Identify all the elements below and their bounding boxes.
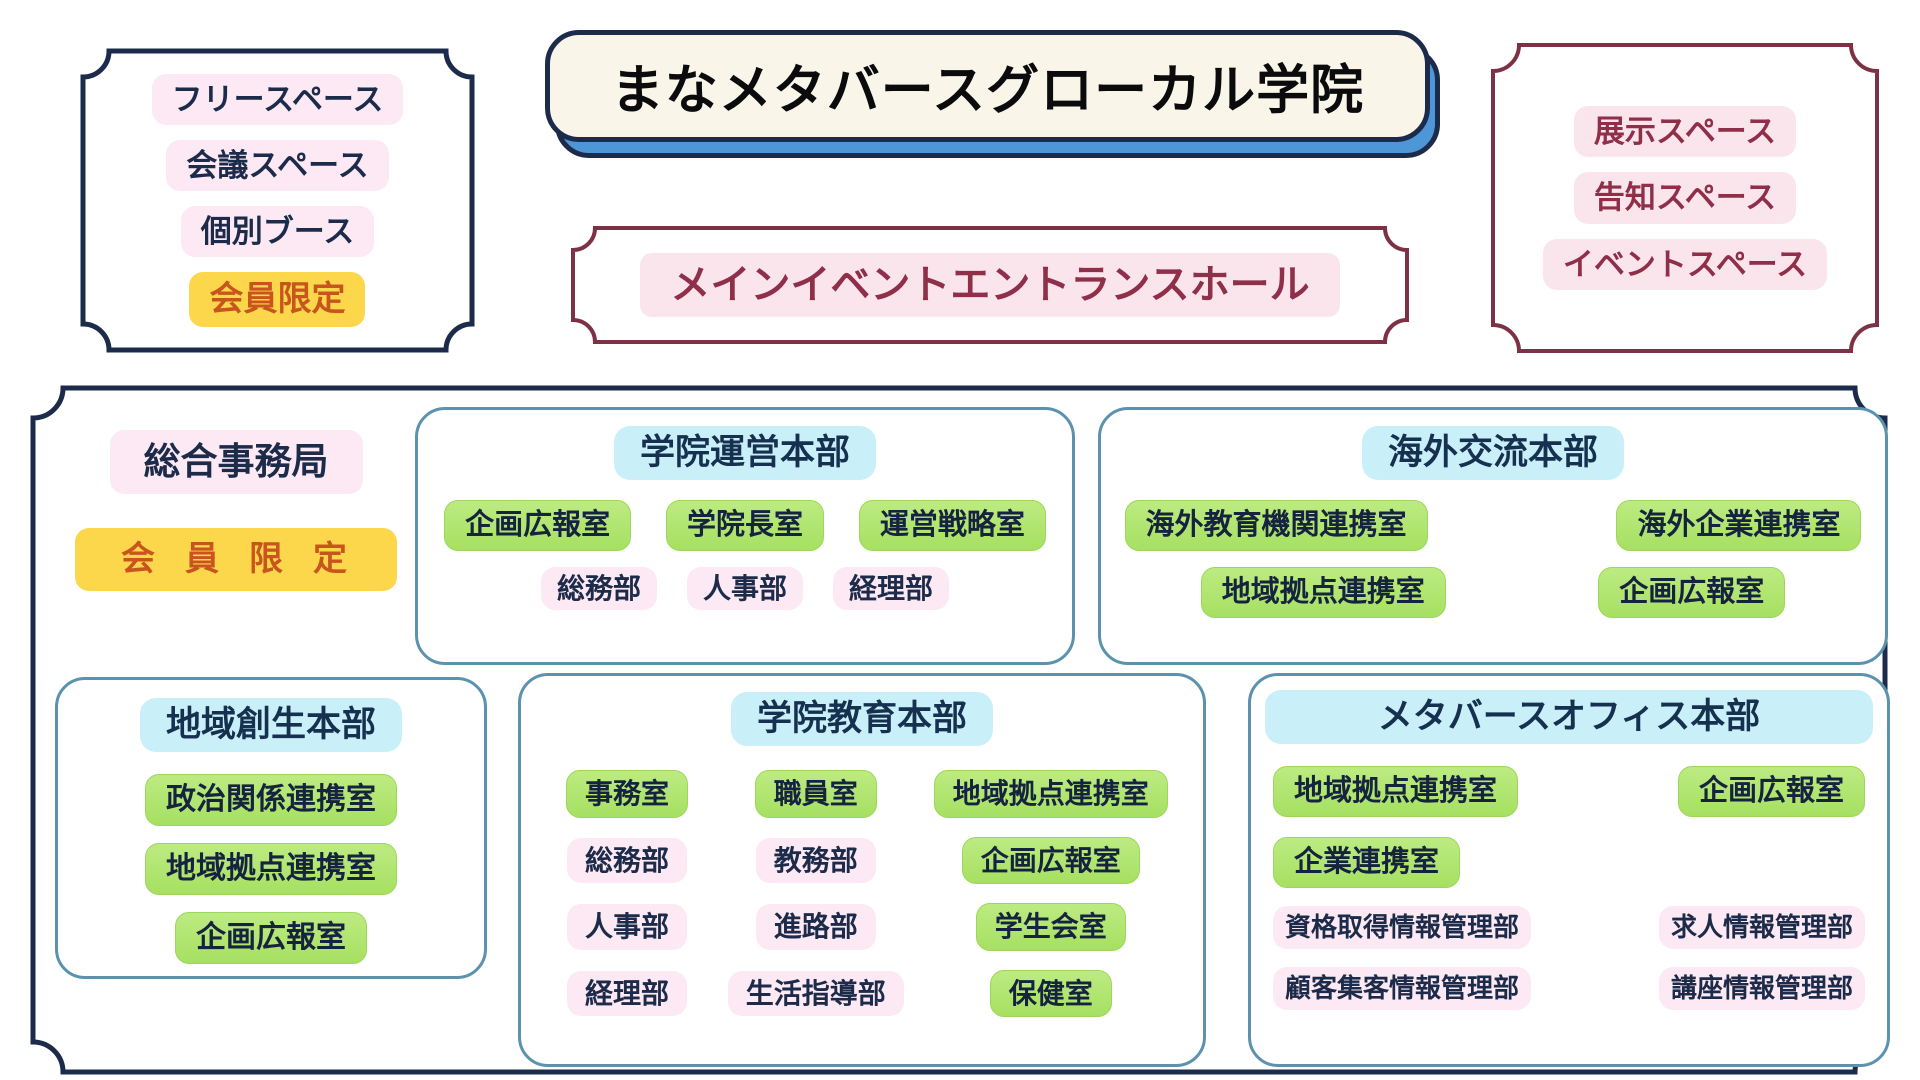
dept-item: 教務部 bbox=[755, 837, 876, 884]
academy-title-banner: まなメタバースグローカル学院 bbox=[545, 30, 1440, 158]
dept-management-box: 学院運営本部 企画広報室 学院長室 運営戦略室 総務部 人事部 経理部 bbox=[415, 407, 1075, 665]
dept-column: 政治関係連携室 地域拠点連携室 企画広報室 bbox=[145, 774, 397, 964]
dept-education-box: 学院教育本部 事務室 職員室 地域拠点連携室 総務部 教務部 企画広報室 人事部… bbox=[518, 673, 1206, 1067]
dept-title: 海外交流本部 bbox=[1361, 426, 1624, 480]
organization-panel: 総合事務局 会員限定 学院運営本部 企画広報室 学院長室 運営戦略室 総務部 人… bbox=[30, 385, 1890, 1075]
space-pill: 告知スペース bbox=[1573, 172, 1797, 224]
dept-row: 地域拠点連携室 企画広報室 bbox=[1125, 566, 1862, 618]
page-title: まなメタバースグローカル学院 bbox=[610, 61, 1365, 120]
dept-item: 企画広報室 bbox=[961, 836, 1140, 885]
dept-item: 資格取得情報管理部 bbox=[1273, 905, 1532, 949]
dept-item: 運営戦略室 bbox=[858, 500, 1046, 551]
dept-item: 企画広報室 bbox=[175, 912, 367, 964]
dept-item: 海外教育機関連携室 bbox=[1124, 500, 1428, 551]
dept-row: 企業連携室 bbox=[1273, 836, 1865, 888]
dept-item: 人事部 bbox=[686, 566, 803, 611]
dept-item: 進路部 bbox=[755, 904, 876, 950]
dept-overseas-box: 海外交流本部 海外教育機関連携室 海外企業連携室 地域拠点連携室 企画広報室 bbox=[1098, 407, 1888, 665]
general-affairs-label: 総合事務局 bbox=[109, 430, 363, 495]
dept-row: 企画広報室 学院長室 運営戦略室 bbox=[444, 500, 1046, 551]
space-pill: フリースペース bbox=[151, 73, 404, 125]
dept-item: 保健室 bbox=[989, 969, 1112, 1018]
dept-item: 経理部 bbox=[567, 970, 688, 1017]
dept-row: 海外教育機関連携室 海外企業連携室 bbox=[1124, 500, 1862, 551]
dept-item: 地域拠点連携室 bbox=[933, 770, 1168, 818]
dept-item: 人事部 bbox=[567, 904, 688, 950]
dept-item: 学生会室 bbox=[975, 903, 1126, 951]
dept-title: 学院教育本部 bbox=[730, 692, 993, 746]
dept-item: 事務室 bbox=[566, 770, 689, 818]
dept-regional-box: 地域創生本部 政治関係連携室 地域拠点連携室 企画広報室 bbox=[55, 677, 487, 979]
main-event-label: メインイベントエントランスホール bbox=[640, 253, 1340, 317]
dept-item: 企画広報室 bbox=[1598, 566, 1786, 618]
space-pill: イベントスペース bbox=[1542, 238, 1828, 290]
dept-item: 顧客集客情報管理部 bbox=[1273, 966, 1532, 1010]
dept-item: 学院長室 bbox=[665, 500, 824, 551]
space-pill: 展示スペース bbox=[1573, 106, 1797, 158]
dept-item: 総務部 bbox=[540, 566, 657, 611]
dept-grid: 事務室 職員室 地域拠点連携室 総務部 教務部 企画広報室 人事部 進路部 学生… bbox=[543, 770, 1181, 1018]
space-pill: 個別ブース bbox=[180, 206, 375, 258]
dept-metaverse-office-box: メタバースオフィス本部 地域拠点連携室 企画広報室 企業連携室 資格取得情報管理… bbox=[1248, 673, 1890, 1067]
members-only-badge: 会員限定 bbox=[189, 272, 366, 328]
dept-row: 総務部 人事部 経理部 bbox=[540, 566, 950, 611]
dept-title: 地域創生本部 bbox=[139, 698, 402, 752]
dept-item: 職員室 bbox=[754, 770, 877, 818]
dept-row: 資格取得情報管理部 求人情報管理部 bbox=[1273, 905, 1865, 949]
dept-item: 企業連携室 bbox=[1273, 836, 1461, 888]
free-space-panel: フリースペース 会議スペース 個別ブース 会員限定 bbox=[80, 48, 475, 353]
dept-item: 海外企業連携室 bbox=[1616, 500, 1862, 551]
dept-item: 企画広報室 bbox=[1677, 766, 1865, 817]
main-event-panel: メインイベントエントランスホール bbox=[570, 225, 1410, 345]
dept-item: 求人情報管理部 bbox=[1658, 905, 1865, 949]
dept-item: 生活指導部 bbox=[727, 970, 904, 1017]
members-only-badge: 会員限定 bbox=[75, 528, 397, 592]
dept-item: 企画広報室 bbox=[444, 500, 632, 551]
dept-title: メタバースオフィス本部 bbox=[1265, 690, 1873, 744]
dept-row: 顧客集客情報管理部 講座情報管理部 bbox=[1273, 966, 1865, 1010]
dept-item: 経理部 bbox=[833, 566, 950, 611]
exhibit-space-panel: 展示スペース 告知スペース イベントスペース bbox=[1490, 42, 1880, 354]
dept-item: 講座情報管理部 bbox=[1658, 966, 1865, 1010]
dept-item: 総務部 bbox=[567, 837, 688, 884]
title-box: まなメタバースグローカル学院 bbox=[545, 30, 1430, 142]
space-pill: 会議スペース bbox=[166, 140, 389, 192]
dept-row: 地域拠点連携室 企画広報室 bbox=[1273, 766, 1865, 817]
dept-item: 地域拠点連携室 bbox=[145, 843, 397, 895]
dept-item: 地域拠点連携室 bbox=[1273, 766, 1519, 817]
general-affairs-block: 総合事務局 会員限定 bbox=[75, 430, 397, 592]
dept-item: 地域拠点連携室 bbox=[1200, 566, 1446, 618]
dept-item: 政治関係連携室 bbox=[145, 774, 397, 826]
dept-title: 学院運営本部 bbox=[613, 426, 876, 480]
